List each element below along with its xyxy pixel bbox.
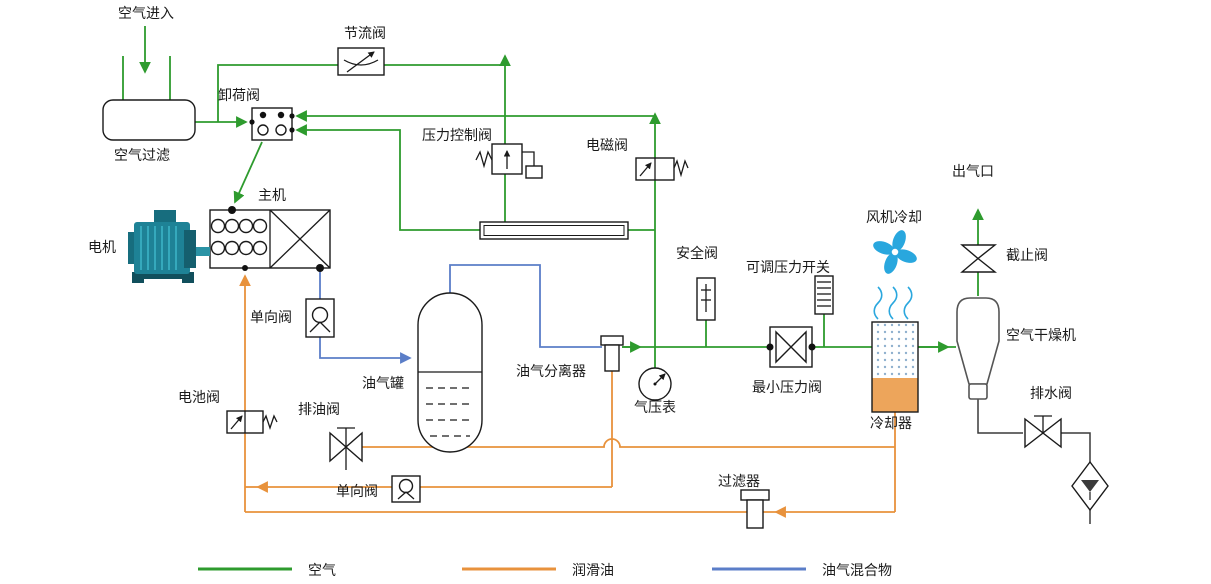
fan-cooling-label: 风机冷却 (866, 209, 922, 225)
air-pipes (122, 26, 984, 368)
throttle-valve-label: 节流阀 (344, 25, 386, 41)
legend-mixture-label: 油气混合物 (822, 562, 892, 578)
air-dryer-label: 空气干燥机 (1006, 327, 1076, 343)
check-valve-lower-label: 单向阀 (336, 483, 378, 499)
safety-valve-icon (696, 277, 716, 321)
air-filter-label: 空气过滤 (114, 147, 170, 163)
cooler-label: 冷却器 (870, 415, 912, 431)
manifold (479, 221, 629, 240)
legend-air-label: 空气 (308, 562, 336, 578)
pipe-return-lower (295, 124, 480, 231)
legend: 空气 润滑油 油气混合物 (198, 562, 892, 578)
stop-valve-label: 截止阀 (1006, 247, 1048, 263)
pressure-gauge-icon (638, 367, 672, 401)
air-filter-icon (102, 99, 196, 141)
pipe-top-line (217, 64, 505, 122)
drain-filter-icon (1071, 460, 1109, 512)
air-outlet-label: 出气口 (952, 163, 994, 179)
oil-drain-valve-label: 排油阀 (298, 401, 340, 417)
battery-valve-icon (226, 410, 278, 434)
pressure-gauge-label: 气压表 (634, 399, 676, 415)
mixture-pipes (319, 264, 602, 364)
pipe-mix-to-tank (319, 268, 412, 364)
drain-pipes (977, 399, 1091, 524)
min-pressure-valve-icon (766, 326, 816, 368)
min-pressure-valve-label: 最小压力阀 (752, 379, 822, 395)
pressure-switch-label: 可调压力开关 (746, 259, 830, 275)
pressure-control-valve-icon (475, 143, 543, 179)
oil-pipes (239, 274, 896, 518)
fan-icon (873, 230, 917, 274)
unloading-valve-icon (249, 107, 295, 141)
pressure-control-valve-label: 压力控制阀 (422, 127, 492, 143)
air-inlet-label: 空气进入 (118, 5, 174, 21)
heat-waves-icon (873, 286, 913, 320)
pressure-switch-icon (814, 275, 834, 315)
air-dryer-icon (956, 297, 1000, 400)
drain-valve-label: 排水阀 (1030, 385, 1072, 401)
oil-drain-valve-icon (329, 427, 363, 470)
cooler-icon (871, 321, 919, 413)
unloading-valve-label: 卸荷阀 (218, 87, 260, 103)
pipe-unloader-to-mainunit (233, 141, 263, 204)
pipe-drain-b (1061, 432, 1091, 462)
solenoid-valve-label: 电磁阀 (586, 137, 628, 153)
oil-gas-tank-icon (417, 292, 483, 453)
oil-gas-tank-label: 油气罐 (362, 375, 404, 391)
pipe-drain-a (977, 399, 1023, 434)
motor-icon (128, 210, 210, 283)
stop-valve-icon (960, 244, 998, 273)
throttle-valve-icon (337, 47, 385, 76)
check-valve-upper-label: 单向阀 (250, 309, 292, 325)
safety-valve-label: 安全阀 (676, 245, 718, 261)
check-valve-upper-icon (305, 298, 335, 338)
oil-gas-separator-icon (600, 335, 624, 372)
drain-valve-icon (1024, 415, 1062, 449)
legend-oil-label: 润滑油 (572, 562, 614, 578)
main-unit-label: 主机 (258, 187, 286, 203)
motor-label: 电机 (88, 239, 116, 255)
check-valve-lower-icon (391, 475, 421, 503)
pipe-oil-tank-to-cooler (467, 438, 895, 448)
pipe-mix-to-separator (449, 264, 602, 348)
battery-valve-label: 电池阀 (178, 389, 220, 405)
oil-gas-separator-label: 油气分离器 (516, 363, 586, 379)
main-unit-icon (209, 206, 331, 272)
oil-filter-label: 过滤器 (718, 473, 760, 489)
oil-filter-icon (740, 489, 770, 529)
solenoid-valve-icon (635, 157, 689, 181)
